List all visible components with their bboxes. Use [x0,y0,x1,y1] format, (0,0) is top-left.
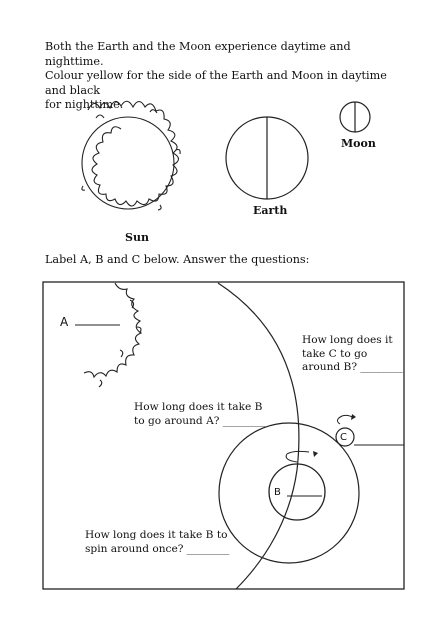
moon-drawing[interactable] [339,101,371,133]
label-c-text: C [340,432,347,443]
question-moon-orbit-line-2: take C to go [302,347,368,360]
question-earth-orbit: How long does it take B to go around A? … [134,401,265,428]
diagram-frame [42,281,405,590]
question-earth-spin-line-2[interactable]: spin around once? ________ [85,542,230,555]
diagram-sun-a[interactable] [83,282,143,388]
question-moon-orbit-line-1: How long does it [302,334,393,346]
question-earth-spin: How long does it take B to spin around o… [85,529,229,556]
diagram-moon-c[interactable] [335,427,355,447]
earth-label: Earth [253,204,288,217]
label-a-text: A [60,315,69,329]
earth-spin-arrowhead-icon [313,451,318,457]
moon-orbit-path [218,422,360,564]
earth-drawing[interactable] [225,116,309,200]
sun-label: Sun [125,231,149,244]
earth-orbit-path [217,282,300,590]
diagram-earth-b[interactable] [268,463,326,521]
moon-spin-arrow-icon [336,414,355,425]
question-earth-orbit-line-2[interactable]: to go around A? ________ [134,414,266,427]
instructions: Both the Earth and the Moon experience d… [45,40,405,113]
instructions-line-2: Colour yellow for the side of the Earth … [45,69,387,97]
earth-spin-arrow-icon [285,450,310,463]
question-moon-orbit-line-3[interactable]: around B? ________ [302,361,403,373]
label-b-text: B [274,487,281,498]
question-earth-orbit-line-1: How long does it take B [134,401,263,413]
question-earth-spin-line-1: How long does it take B to [85,529,228,541]
moon-label: Moon [341,137,376,150]
section-heading: Label A, B and C below. Answer the quest… [45,253,310,266]
instructions-line-1: Both the Earth and the Moon experience d… [45,40,351,68]
moon-spin-arrowhead-icon [351,414,356,420]
question-moon-orbit: How long does it take C to go around B? … [302,334,403,375]
sun-drawing[interactable] [81,100,181,211]
instructions-line-3: for nighttime. [45,98,124,111]
